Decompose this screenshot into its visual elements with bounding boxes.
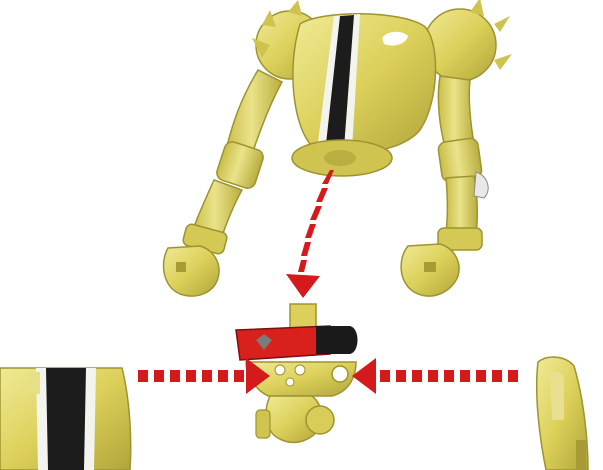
- upper-torso-with-arms: [164, 0, 512, 296]
- left-leg-part: [0, 368, 131, 470]
- chest: [292, 14, 436, 176]
- down-arrow: [286, 170, 334, 298]
- left-arrow: [352, 358, 518, 394]
- right-arrow: [138, 358, 270, 394]
- right-foot-part: [537, 357, 588, 470]
